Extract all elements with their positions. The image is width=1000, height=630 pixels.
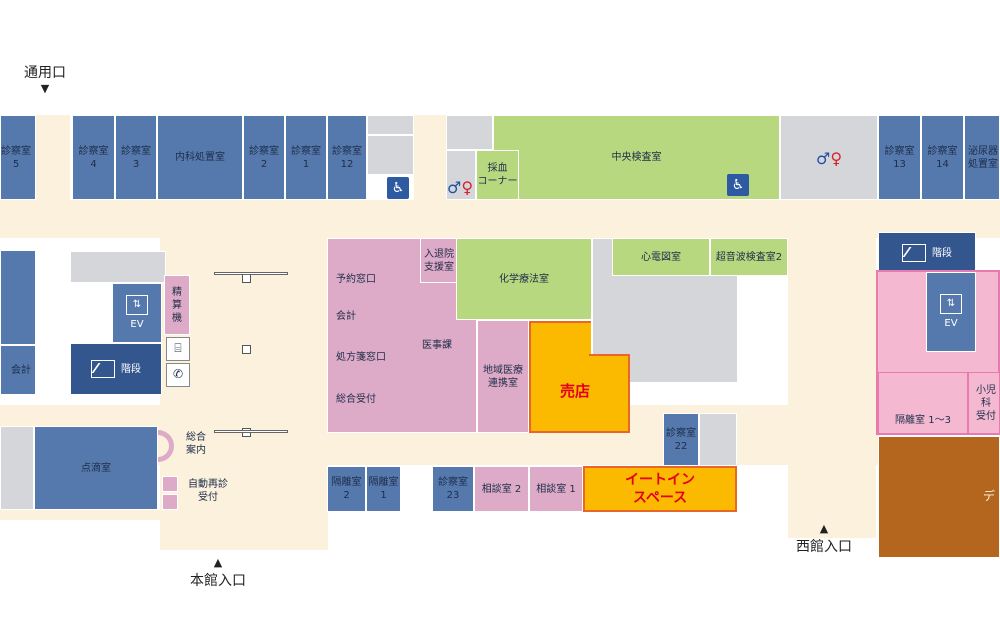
consultation-room-1: 相談室 1: [529, 466, 583, 512]
infusion-room: 点滴室: [34, 426, 158, 510]
atm-icon: ⌸: [166, 337, 190, 361]
regional-liaison-room: 地域医療 連携室: [477, 320, 529, 433]
admission-support-room: 入退院 支援室: [420, 238, 458, 283]
stairs-icon: [902, 244, 926, 262]
exam-room-13: 診察室 13: [878, 115, 921, 200]
ev-label: EV: [130, 319, 144, 330]
main-entrance-label: 本館入口: [190, 573, 246, 589]
prescription-window: 処方箋窓口: [336, 352, 386, 363]
gray-block-22: [699, 413, 737, 466]
restroom-block-left: [367, 115, 414, 135]
restroom-block-left-2: [367, 135, 414, 175]
exam-room-3: 診察室 3: [115, 115, 157, 200]
exam-room-23: 診察室 23: [432, 466, 474, 512]
west-area: デ: [878, 436, 1000, 558]
down-arrow-icon: ▼: [40, 82, 50, 95]
up-arrow-icon: ▲: [819, 522, 829, 535]
accounting-window: 会計: [336, 311, 356, 322]
stairs-icon: [91, 360, 115, 378]
wheelchair-icon: ♿: [387, 177, 409, 199]
gray-block-bottom-left: [0, 426, 34, 510]
pediatric-reception: 小児科 受付: [968, 372, 1000, 434]
shop: [589, 354, 630, 433]
general-reception: 総合受付: [336, 394, 376, 405]
auto-revisit-kiosk-1: [162, 476, 178, 492]
shop-upper: [529, 321, 591, 433]
corridor-left-vertical: [36, 115, 70, 205]
ecg-room: 心電図室: [612, 238, 710, 276]
restroom-icon: ♂♀: [446, 177, 474, 197]
isolation-room-1: 隔離室 1: [366, 466, 401, 512]
left-room-upper: [0, 250, 36, 345]
elevator-icon: ⇅: [126, 295, 148, 315]
exam-room-22: 診察室 22: [663, 413, 699, 466]
exam-room-12: 診察室 12: [327, 115, 367, 200]
stairs-label: 階段: [932, 247, 952, 259]
consultation-room-2: 相談室 2: [474, 466, 529, 512]
up-arrow-icon: ▲: [213, 556, 223, 569]
isolation-room-1-3: 隔離室 1〜3: [878, 372, 968, 434]
elevator-left: ⇅ EV: [112, 283, 162, 343]
stairs-left: 階段: [70, 343, 162, 395]
pillar-marker: [242, 274, 251, 283]
auto-revisit-kiosk-2: [162, 494, 178, 510]
medical-affairs: 医事課: [422, 340, 452, 351]
restroom-block-center-2: [446, 150, 476, 200]
corridor-top-center: [414, 115, 446, 205]
exam-room-1: 診察室 1: [285, 115, 327, 200]
auto-revisit-reception: 自動再診 受付: [188, 479, 228, 503]
exam-room-2: 診察室 2: [243, 115, 285, 200]
corridor-bottom-left: [0, 510, 160, 520]
partition-line: [214, 272, 288, 275]
stairs-label: 階段: [121, 363, 141, 375]
exam-room-14: 診察室 14: [921, 115, 964, 200]
west-entrance-label: 西館入口: [796, 539, 852, 555]
exam-room-4: 診察室 4: [72, 115, 115, 200]
chemotherapy-room: 化学療法室: [456, 238, 592, 320]
phone-icon: ✆: [166, 363, 190, 387]
accounting-partial: 会計: [0, 345, 36, 395]
ev-label: EV: [944, 318, 958, 329]
restroom-block-center: [446, 115, 493, 150]
info-desk-mark: [158, 430, 174, 462]
internal-treatment-room: 内科処置室: [157, 115, 243, 200]
blood-collection-overlay: 採血 コーナー: [476, 150, 519, 200]
restroom-icon: ♂♀: [815, 148, 843, 168]
elevator-right: ⇅ EV: [926, 272, 976, 352]
pillar-marker: [242, 345, 251, 354]
wheelchair-icon: ♿: [727, 174, 749, 196]
elevator-icon: ⇅: [940, 294, 962, 314]
corridor-right-vertical: [788, 238, 876, 538]
payment-machine: 精 算 機: [164, 275, 190, 335]
service-entrance: 通用口 ▼: [24, 62, 66, 96]
main-entrance: ▲ 本館入口: [190, 556, 246, 590]
ultrasound-room-2: 超音波検査室2: [710, 238, 788, 276]
west-entrance: ▲ 西館入口: [796, 522, 852, 556]
exam-room-5: 診察室 5: [0, 115, 36, 200]
gray-strip-left: [70, 251, 166, 283]
urology-treatment-room: 泌尿器 処置室: [964, 115, 1000, 200]
info-desk: 総合 案内: [186, 432, 206, 456]
isolation-room-2: 隔離室 2: [327, 466, 366, 512]
restroom-block-right: [780, 115, 878, 200]
reservation-window: 予約窓口: [336, 274, 376, 285]
corridor-main: [0, 200, 1000, 238]
partition-line: [214, 430, 288, 433]
stairs-right: 階段: [878, 232, 976, 274]
service-entrance-label: 通用口: [24, 65, 66, 81]
eat-in-space: イートイン スペース: [583, 466, 737, 512]
shop-label: 売店: [560, 382, 591, 400]
